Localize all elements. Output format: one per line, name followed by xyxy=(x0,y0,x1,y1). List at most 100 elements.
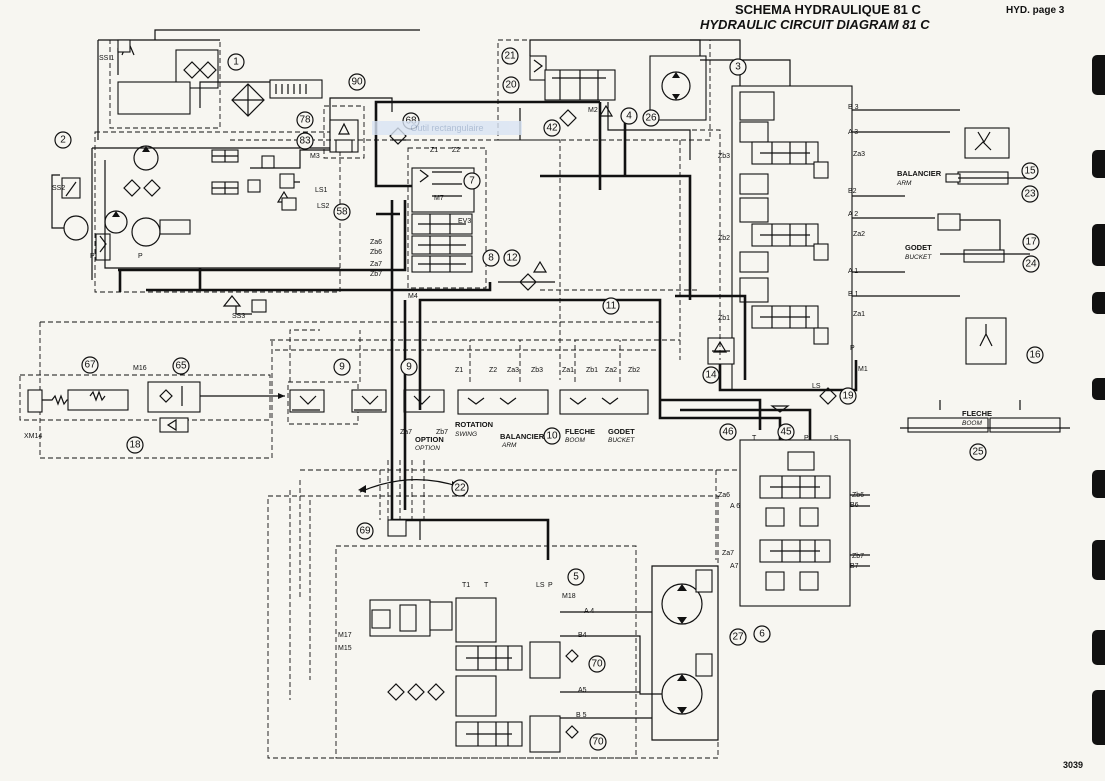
svg-text:8: 8 xyxy=(488,253,494,264)
callout-70b: 70 xyxy=(589,733,607,751)
ss1-label: SS 1 xyxy=(99,55,114,62)
callout-20: 20 xyxy=(502,76,520,94)
b1-label: B 1 xyxy=(848,291,859,298)
svg-text:12: 12 xyxy=(506,253,518,264)
z1-label: Z1 xyxy=(430,147,438,154)
godet-ctrl-label: GODET xyxy=(608,427,635,436)
callout-3: 3 xyxy=(729,58,747,76)
svg-text:11: 11 xyxy=(606,301,617,312)
svg-text:20: 20 xyxy=(505,80,517,91)
zb7-label: Zb7 xyxy=(370,271,382,278)
b4-label: B4 xyxy=(578,632,587,639)
a1-label: A 1 xyxy=(848,268,858,275)
tooltip: Outil rectangulaire xyxy=(372,121,522,135)
svg-text:58: 58 xyxy=(336,207,348,218)
a7-label: A7 xyxy=(730,563,739,570)
svg-text:24: 24 xyxy=(1025,259,1037,270)
svg-text:42: 42 xyxy=(546,123,558,134)
m2-label: M2 xyxy=(588,107,598,114)
ls-main-label: LS xyxy=(812,383,821,390)
p-port-label-2: P xyxy=(138,253,143,260)
diagram-title-en: HYDRAULIC CIRCUIT DIAGRAM 81 C xyxy=(700,17,930,32)
a4-label: A 4 xyxy=(584,608,594,615)
a5-label: A5 xyxy=(578,687,587,694)
svg-text:26: 26 xyxy=(645,113,657,124)
fleche-ctrl-label: FLECHE xyxy=(565,427,595,436)
svg-text:16: 16 xyxy=(1029,350,1041,361)
callout-58: 58 xyxy=(333,203,351,221)
svg-text:9: 9 xyxy=(339,362,345,373)
binder-edge-mark xyxy=(1092,292,1105,314)
binder-edge-mark xyxy=(1092,690,1105,745)
zb7b-label: Zb7 xyxy=(436,429,448,436)
svg-text:27: 27 xyxy=(732,632,744,643)
svg-text:5: 5 xyxy=(573,572,579,583)
svg-text:83: 83 xyxy=(299,136,311,147)
m4-label: M4 xyxy=(408,293,418,300)
m17-label: M17 xyxy=(338,632,352,639)
callout-90: 90 xyxy=(348,73,366,91)
b3-label: B 3 xyxy=(848,104,859,111)
z2b-label: Z2 xyxy=(489,367,497,374)
za1-label: Za1 xyxy=(853,311,865,318)
m7-label: M7 xyxy=(434,195,444,202)
za3-label: Za3 xyxy=(853,151,865,158)
callout-24: 24 xyxy=(1022,255,1040,273)
rotation-label: ROTATION xyxy=(455,420,493,429)
za3b-label: Za3 xyxy=(507,367,519,374)
ss3-label: SS3 xyxy=(232,313,245,320)
balancier-label: BALANCIER xyxy=(897,169,942,178)
callout-22: 22 xyxy=(451,479,469,497)
svg-text:4: 4 xyxy=(626,111,632,122)
svg-text:17: 17 xyxy=(1025,237,1037,248)
zb2b-label: Zb2 xyxy=(628,367,640,374)
m16-label: M16 xyxy=(133,365,147,372)
callout-8: 8 xyxy=(482,249,500,267)
z1b-label: Z1 xyxy=(455,367,463,374)
callout-83: 83 xyxy=(296,132,314,150)
callout-4: 4 xyxy=(620,107,638,125)
za2-label: Za2 xyxy=(853,231,865,238)
za1b-label: Za1 xyxy=(562,367,574,374)
callout-2: 2 xyxy=(54,131,72,149)
servo-block: XM14 M16 xyxy=(19,365,285,440)
callout-78: 78 xyxy=(296,111,314,129)
callout-25: 25 xyxy=(969,443,987,461)
xm14-label: XM14 xyxy=(24,433,42,440)
callout-46: 46 xyxy=(719,423,737,441)
callout-10: 10 xyxy=(543,427,561,445)
zb3-label: Zb3 xyxy=(718,153,730,160)
binder-edge-mark xyxy=(1092,224,1105,266)
callout-5: 5 xyxy=(567,568,585,586)
svg-text:19: 19 xyxy=(842,391,854,402)
p-lower-label: P xyxy=(548,582,553,589)
ls-aux-label: LS xyxy=(830,435,839,442)
callout-23: 23 xyxy=(1021,185,1039,203)
svg-text:90: 90 xyxy=(351,77,363,88)
svg-text:69: 69 xyxy=(359,526,371,537)
svg-text:10: 10 xyxy=(546,431,558,442)
ls-lower-label: LS xyxy=(536,582,545,589)
callout-circles: 1 2 3 4 5 6 7 8 9 9 10 11 12 14 15 16 17… xyxy=(54,47,1044,751)
m18-label: M18 xyxy=(562,593,576,600)
lower-valve-block: T1 T LS P M18 M17 M15 A 4 B4 A5 B 5 xyxy=(267,200,719,759)
callout-7: 7 xyxy=(463,172,481,190)
zb2-label: Zb2 xyxy=(718,235,730,242)
svg-text:22: 22 xyxy=(454,483,466,494)
b5-label: B 5 xyxy=(576,712,587,719)
callout-70a: 70 xyxy=(588,655,606,673)
za7-label: Za7 xyxy=(370,261,382,268)
connecting-lines xyxy=(146,102,740,700)
b7-label: B7 xyxy=(850,563,859,570)
t-label: T xyxy=(484,582,489,589)
page-reference: HYD. page 3 xyxy=(1006,5,1065,16)
svg-text:70: 70 xyxy=(592,737,604,748)
svg-text:67: 67 xyxy=(84,360,96,371)
callout-67: 67 xyxy=(81,356,99,374)
auxiliary-valve-block: Za6 Zb6 A 6 B6 Za7 Zb7 A7 B7 T P LS xyxy=(418,298,870,607)
svg-text:70: 70 xyxy=(591,659,603,670)
zb6r-label: Zb6 xyxy=(852,492,864,499)
p-aux-label: P xyxy=(804,435,809,442)
